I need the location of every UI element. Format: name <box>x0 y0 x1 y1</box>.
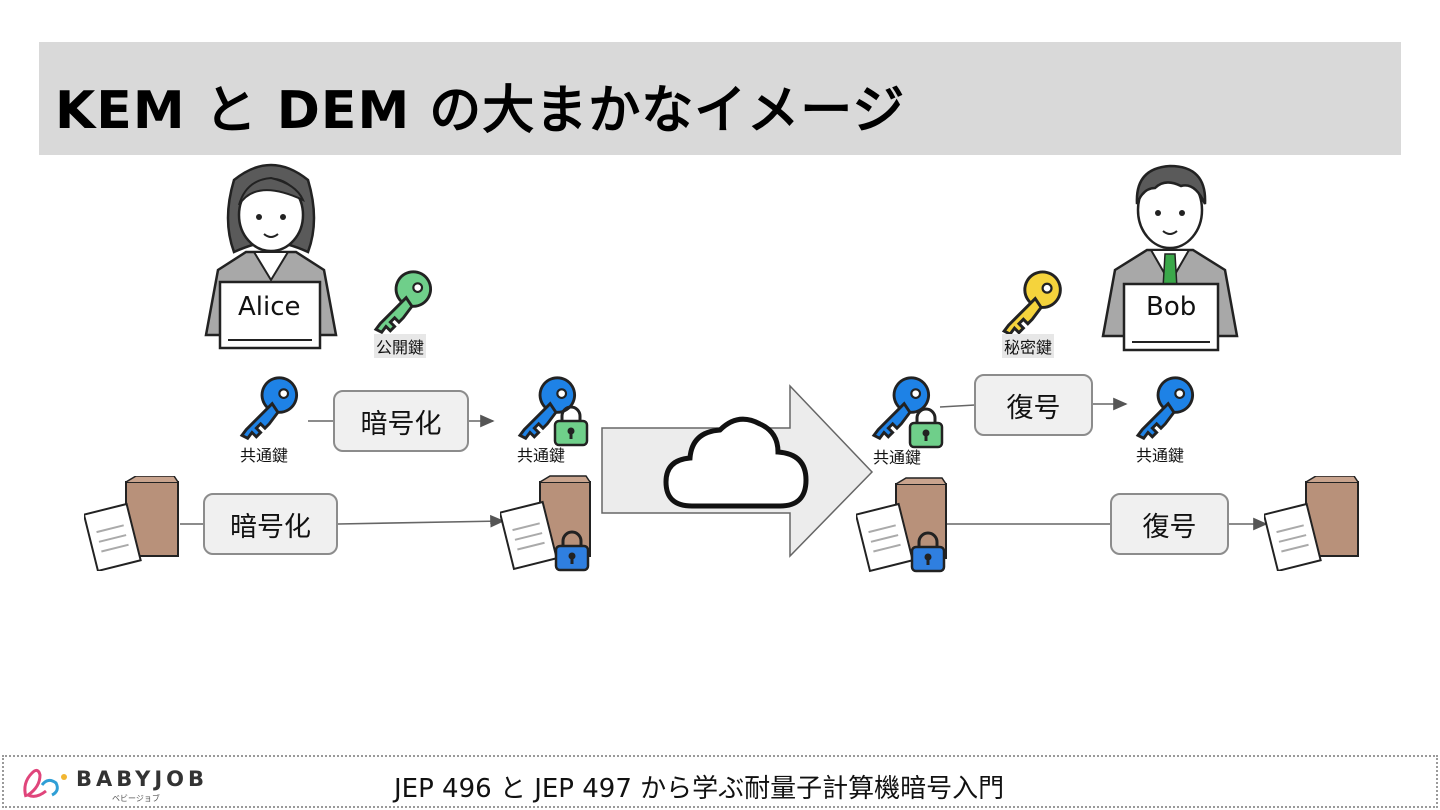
alice-label: Alice <box>238 292 301 322</box>
encrypt-data-box: 暗号化 <box>203 493 338 555</box>
shared-key-icon <box>240 376 299 440</box>
babyjob-logo-icon <box>23 768 67 798</box>
encrypted-shared-key-icon <box>518 376 577 440</box>
shared-key-label: 共通鍵 <box>240 446 289 465</box>
private-key-icon <box>1002 270 1062 336</box>
green-lock-icon <box>553 405 589 447</box>
alice-laptop <box>218 280 322 350</box>
private-key-label: 秘密鍵 <box>1002 334 1055 358</box>
shared-key-icon <box>1136 376 1195 440</box>
public-key-icon <box>374 270 433 334</box>
talk-title: JEP 496 と JEP 497 から学ぶ耐量子計算機暗号入門 <box>394 774 1005 804</box>
shared-key-label: 共通鍵 <box>873 448 922 467</box>
bob-label: Bob <box>1146 292 1197 322</box>
encrypt-key-box: 暗号化 <box>333 390 469 452</box>
blue-lock-icon <box>554 530 590 572</box>
public-key-label: 公開鍵 <box>374 334 427 358</box>
encrypted-shared-key-icon <box>872 376 931 440</box>
footer: BABYJOB ベビージョブ JEP 496 と JEP 497 から学ぶ耐量子… <box>2 755 1438 808</box>
logo-subtext: ベビージョブ <box>112 794 160 803</box>
plaintext-data-icon <box>1264 476 1359 571</box>
shared-key-label: 共通鍵 <box>517 446 566 465</box>
decrypt-key-box: 復号 <box>974 374 1093 436</box>
cloud-icon <box>663 416 809 509</box>
slide-title: KEM と DEM の大まかなイメージ <box>55 81 906 141</box>
title-bar: KEM と DEM の大まかなイメージ <box>39 42 1401 155</box>
blue-lock-icon <box>910 531 946 573</box>
green-lock-icon <box>908 407 944 449</box>
decrypt-data-box: 復号 <box>1110 493 1229 555</box>
logo-text: BABYJOB <box>76 767 208 791</box>
shared-key-label: 共通鍵 <box>1136 446 1185 465</box>
bob-laptop <box>1122 282 1220 352</box>
plaintext-data-icon <box>84 476 179 571</box>
